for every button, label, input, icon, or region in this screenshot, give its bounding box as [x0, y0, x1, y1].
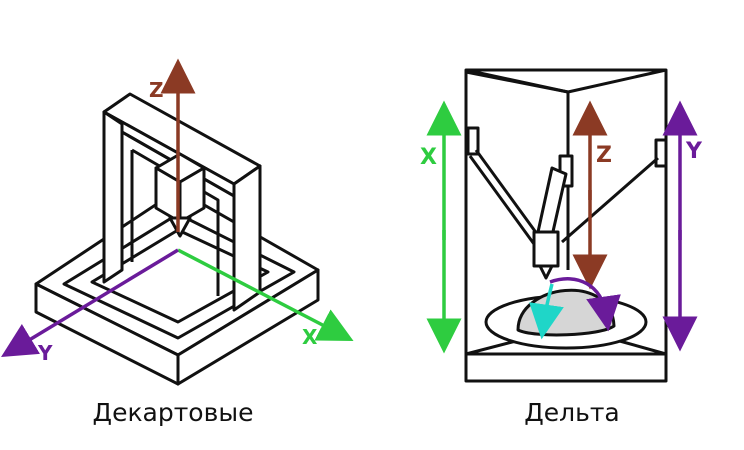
delta-nozzle [538, 264, 554, 280]
cartesian-left-pillar [102, 98, 124, 284]
delta-x-label: X [420, 145, 437, 170]
delta-y-label: Y [685, 139, 703, 164]
delta-arm-right [561, 156, 659, 244]
delta-carriage-left [466, 126, 480, 156]
delta-purple-arc [549, 277, 621, 332]
cartesian-bed [90, 228, 270, 324]
cartesian-y-label: Y [37, 341, 53, 365]
cartesian-inner-rail [121, 130, 236, 300]
delta-effector [532, 230, 560, 268]
delta-carriage-right [654, 138, 668, 168]
cartesian-y-axis [1, 248, 179, 358]
delta-arm-left [474, 149, 542, 239]
delta-arm-left-2 [468, 155, 536, 245]
delta-cyan-arrow [529, 283, 564, 340]
delta-z-label: Z [596, 143, 612, 168]
cartesian-right-pillar [232, 164, 262, 312]
cartesian-x-label: X [302, 325, 318, 349]
delta-printer [464, 68, 668, 383]
delta-caption: Дельта [524, 398, 620, 427]
cartesian-caption: Декартовые [92, 398, 254, 427]
cartesian-x-axis [177, 248, 354, 342]
cartesian-z-label: Z [149, 78, 164, 102]
cartesian-nozzle [168, 216, 192, 238]
delta-top-plate [465, 68, 667, 94]
cartesian-head-right [178, 166, 206, 224]
delta-frame [464, 68, 668, 383]
delta-axes [426, 100, 698, 354]
cartesian-bed-frame [62, 212, 296, 340]
delta-arm-center [536, 166, 568, 238]
delta-top-diag-left [465, 70, 569, 94]
cartesian-axes [1, 58, 354, 358]
